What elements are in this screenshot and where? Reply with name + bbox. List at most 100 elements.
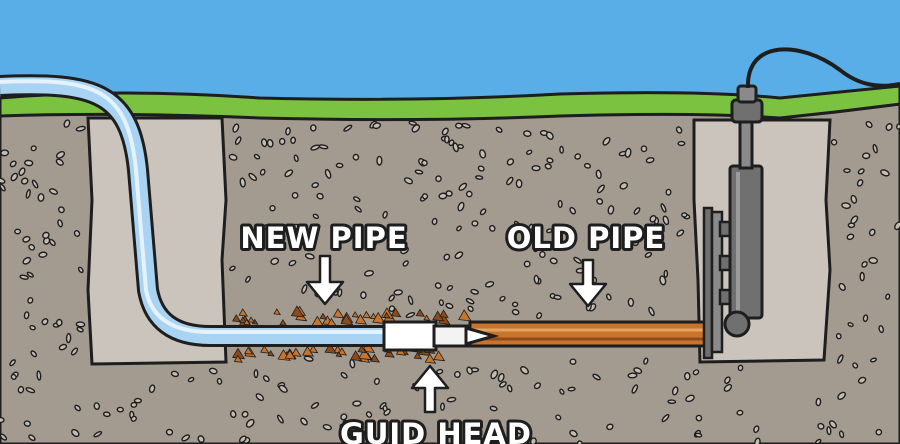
gravel-speck <box>659 275 667 286</box>
gravel-speck <box>10 373 17 380</box>
gravel-speck <box>875 428 883 436</box>
gravel-speck <box>48 238 56 247</box>
pipe-fragment <box>362 310 372 319</box>
pipe-fragment <box>433 350 446 362</box>
gravel-speck <box>533 274 540 285</box>
gravel-speck <box>817 422 825 430</box>
gravel-speck <box>266 242 277 250</box>
gravel-speck <box>31 179 39 189</box>
gravel-speck <box>312 213 319 220</box>
gravel-speck <box>736 409 744 416</box>
gravel-speck <box>0 149 10 157</box>
gravel-speck <box>531 165 541 172</box>
gravel-speck <box>26 271 34 278</box>
gravel-speck <box>55 318 63 327</box>
old-pipe-label: OLD PIPE <box>507 221 665 255</box>
gravel-speck <box>446 396 457 403</box>
gravel-speck <box>497 372 505 383</box>
gravel-speck <box>288 259 297 267</box>
gravel-speck <box>466 366 473 375</box>
gravel-speck <box>868 228 876 237</box>
gravel-speck <box>862 314 869 323</box>
gravel-speck <box>93 430 103 438</box>
gravel-speck <box>228 153 238 161</box>
gravel-speck <box>515 179 523 189</box>
gravel-speck <box>73 230 81 237</box>
gravel-speck <box>23 311 30 320</box>
gravel-speck <box>37 193 45 202</box>
gravel-speck <box>841 202 852 209</box>
guide-head-label: GUID HEAD <box>340 417 532 444</box>
gravel-speck <box>880 169 890 177</box>
gravel-speck <box>753 425 760 434</box>
gravel-speck <box>828 420 838 429</box>
gravel-speck <box>694 432 703 438</box>
gravel-speck <box>553 294 562 300</box>
pipe-fragment <box>340 313 354 326</box>
gravel-speck <box>245 418 255 428</box>
gravel-speck <box>19 274 29 280</box>
gravel-speck <box>847 222 856 229</box>
gravel-speck <box>278 384 288 393</box>
gravel-speck <box>41 318 49 326</box>
gravel-speck <box>456 225 462 232</box>
gravel-speck <box>431 217 438 226</box>
gravel-speck <box>520 366 529 375</box>
gravel-speck <box>506 158 515 166</box>
gravel-speck <box>499 381 507 388</box>
pipe-fragment <box>273 308 281 315</box>
gravel-speck <box>595 169 602 180</box>
gravel-speck <box>465 297 475 305</box>
pipe-fragment <box>244 346 254 355</box>
gravel-speck <box>846 233 855 241</box>
gravel-speck <box>253 369 259 379</box>
gravel-speck <box>545 131 554 140</box>
gravel-speck <box>290 136 297 144</box>
gravel-speck <box>445 302 454 310</box>
gravel-speck <box>407 295 414 306</box>
gravel-speck <box>878 325 885 334</box>
gravel-speck <box>388 294 395 302</box>
pipe-fragment <box>284 349 297 360</box>
gravel-speck <box>885 123 893 131</box>
gravel-speck <box>467 305 474 312</box>
gravel-speck <box>837 391 846 400</box>
gravel-speck <box>401 437 409 444</box>
gravel-speck <box>443 253 451 261</box>
gravel-speck <box>373 377 380 385</box>
gravel-speck <box>533 382 541 390</box>
gravel-speck <box>270 257 280 265</box>
gravel-speck <box>445 190 453 197</box>
gravel-speck <box>102 411 111 418</box>
gravel-speck <box>234 136 242 145</box>
pipe-fragment <box>337 347 347 356</box>
gravel-speck <box>724 376 731 385</box>
gravel-speck <box>421 193 429 200</box>
gravel-speck <box>551 230 561 238</box>
gravel-speck <box>438 299 445 306</box>
gravel-speck <box>238 435 247 444</box>
gravel-speck <box>354 205 362 213</box>
gravel-speck <box>539 251 546 258</box>
gravel-speck <box>458 182 468 191</box>
gravel-speck <box>414 169 424 175</box>
gravel-speck <box>640 145 648 153</box>
gravel-speck <box>477 165 485 172</box>
gravel-speck <box>555 414 562 421</box>
gravel-speck <box>0 177 6 184</box>
gravel-speck <box>253 153 261 160</box>
gravel-speck <box>229 265 236 272</box>
gravel-speck <box>30 350 37 358</box>
gravel-speck <box>479 208 487 216</box>
pipe-fragment <box>351 311 360 318</box>
gravel-speck <box>22 235 31 243</box>
gravel-speck <box>301 284 308 294</box>
gravel-speck <box>300 417 308 426</box>
new-pipe-arrow <box>305 254 345 306</box>
gravel-speck <box>441 127 449 136</box>
gravel-speck <box>75 321 86 328</box>
gravel-speck <box>523 130 532 137</box>
pipe-fragment <box>232 314 242 323</box>
gravel-speck <box>857 168 865 175</box>
gravel-speck <box>309 124 317 132</box>
